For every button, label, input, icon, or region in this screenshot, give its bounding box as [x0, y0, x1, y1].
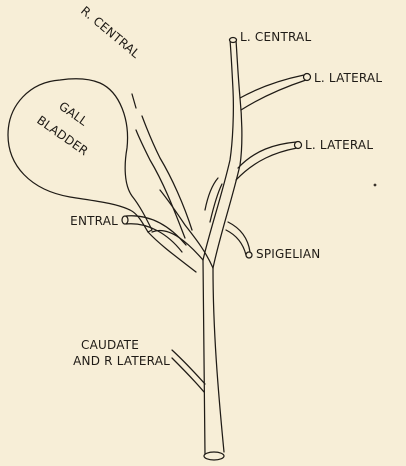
r-central-leader	[132, 94, 136, 108]
r-central-duct-b	[142, 116, 192, 230]
common-duct-end	[204, 452, 224, 460]
label-and-r-lateral: AND R LATERAL	[73, 354, 170, 368]
l-lateral-lower-duct-b	[236, 148, 297, 180]
caudate-duct-b	[172, 358, 204, 392]
spigelian-duct-a	[228, 222, 250, 252]
l-lateral-upper-end	[304, 74, 311, 81]
common-duct	[203, 260, 205, 455]
label-entral: ENTRAL	[70, 214, 118, 228]
l-lateral-lower-end	[295, 142, 302, 149]
label-l-lateral-upper: L. LATERAL	[314, 71, 382, 85]
right-trunk-left-wall	[152, 231, 203, 260]
label-caudate: CAUDATE	[81, 338, 139, 352]
l-lateral-lower-duct-a	[238, 142, 296, 168]
cystic-duct-a	[148, 232, 196, 272]
left-trunk-left-wall	[203, 40, 233, 260]
label-l-lateral-lower: L. LATERAL	[305, 138, 373, 152]
middle-small-duct-b	[210, 184, 222, 222]
middle-small-duct-a	[205, 178, 218, 210]
label-l-central: L. CENTRAL	[240, 30, 311, 44]
label-spigelian: SPIGELIAN	[256, 247, 320, 261]
speck	[374, 184, 377, 187]
right-trunk-right-wall	[160, 190, 213, 268]
common-duct-right-wall	[213, 268, 224, 452]
entral-end	[122, 216, 128, 224]
l-lateral-upper-duct-a	[240, 75, 304, 98]
caudate-duct-a	[172, 350, 205, 384]
spigelian-end	[246, 252, 252, 258]
l-central-end	[230, 38, 237, 43]
left-trunk-right-wall	[213, 40, 242, 268]
label-r-central: R. CENTRAL	[78, 4, 143, 61]
l-lateral-upper-duct-b	[241, 80, 306, 110]
